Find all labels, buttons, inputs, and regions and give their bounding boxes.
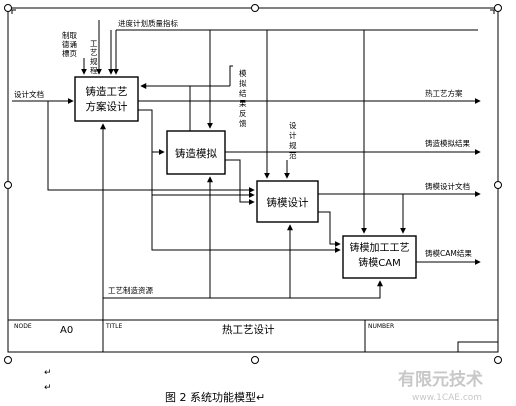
box-a1-line1: 铸造工艺 xyxy=(86,85,128,98)
control-design-spec: 设 计 规 范 xyxy=(289,120,297,160)
paragraph-mark-2: ↵ xyxy=(44,383,52,393)
watermark: 有限元技术 www.1CAE.com xyxy=(398,369,483,403)
footer-node-value: A0 xyxy=(60,325,73,336)
connector-arrows xyxy=(12,20,481,320)
box-a4-line2: 铸模CAM xyxy=(358,256,400,269)
input-design-doc: 设计文档 xyxy=(14,89,44,99)
control-sim-feedback: 模 拟 结 果 反 馈 xyxy=(239,68,247,128)
footer-title-label: TITLE xyxy=(105,323,122,330)
svg-text:馈: 馈 xyxy=(239,118,247,128)
control-process-spec: 工 艺 规 程 xyxy=(90,39,98,75)
svg-text:制取: 制取 xyxy=(62,30,77,40)
svg-text:果: 果 xyxy=(239,99,247,108)
watermark-url: www.1CAE.com xyxy=(412,393,482,403)
output-sim-result: 铸造模拟结果 xyxy=(425,138,470,148)
selection-handles[interactable] xyxy=(4,4,502,364)
paragraph-mark-1: ↵ xyxy=(44,368,52,378)
watermark-main: 有限元技术 xyxy=(398,369,483,390)
diagram-frame xyxy=(7,7,499,353)
svg-text:德诵: 德诵 xyxy=(62,39,77,49)
box-a4-line1: 铸模加工工艺 xyxy=(350,241,410,254)
output-cam-result: 铸模CAM结果 xyxy=(425,248,472,258)
svg-text:標页: 標页 xyxy=(62,48,77,58)
svg-text:程: 程 xyxy=(90,66,98,75)
svg-text:拟: 拟 xyxy=(239,78,247,88)
output-design-doc: 铸模设计文档 xyxy=(425,181,470,191)
svg-text:设: 设 xyxy=(289,120,297,130)
svg-text:规: 规 xyxy=(289,140,297,150)
svg-text:模: 模 xyxy=(239,68,247,78)
output-process-plan: 热工艺方案 xyxy=(425,88,463,98)
box-a3: 铸模设计 xyxy=(256,180,319,223)
box-a4: 铸模加工工艺 铸模CAM xyxy=(342,235,417,279)
box-a3-line1: 铸模设计 xyxy=(267,196,309,209)
box-a2-line1: 铸造模拟 xyxy=(175,147,217,160)
svg-text:艺: 艺 xyxy=(90,48,98,57)
svg-text:规: 规 xyxy=(90,56,98,66)
footer-node-label: NODE xyxy=(14,323,32,330)
box-a2: 铸造模拟 xyxy=(166,130,226,175)
mechanism-label: 工艺制造资源 xyxy=(108,285,153,295)
svg-text:计: 计 xyxy=(289,130,297,140)
footer-table: NODE A0 TITLE 热工艺设计 NUMBER xyxy=(8,319,498,352)
svg-text:范: 范 xyxy=(289,150,297,160)
svg-text:工: 工 xyxy=(90,39,98,48)
svg-text:结: 结 xyxy=(239,88,247,98)
footer-title-value: 热工艺设计 xyxy=(222,323,275,336)
box-a1: 铸造工艺 方案设计 xyxy=(74,76,139,122)
figure-caption: 图 2 系统功能模型↵ xyxy=(165,390,265,404)
footer-number-label: NUMBER xyxy=(368,323,394,330)
control-standards: 制取 德诵 標页 xyxy=(62,30,77,58)
control-schedule: 进度计划质量指标 xyxy=(118,18,178,28)
box-a1-line2: 方案设计 xyxy=(86,100,128,113)
svg-text:反: 反 xyxy=(239,108,247,118)
corner-marks xyxy=(11,9,495,14)
